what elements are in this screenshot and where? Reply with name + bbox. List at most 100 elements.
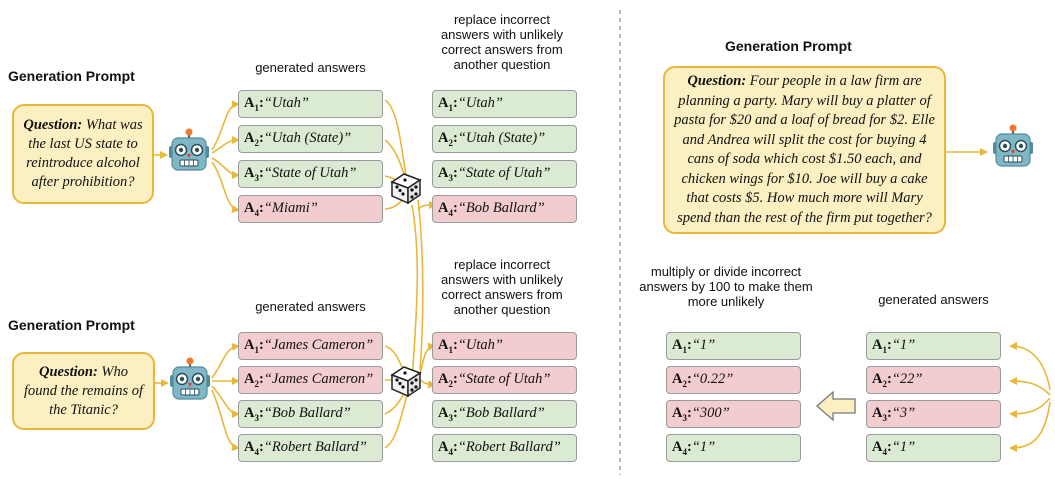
answer-key-index: 2 [882,378,887,389]
cross-link-up [411,204,419,381]
answer-value: “1” [891,439,916,455]
arrow-robot-a4-top [211,161,240,214]
generated-answer-top-4: A4:“Miami” [238,195,383,223]
answer-key-index: 1 [448,102,453,113]
answer-key-letter: A [438,405,449,421]
arrow-robot-g2-right [1009,377,1051,396]
answer-key: A2: [672,371,692,389]
answer-value: “Utah” [263,95,309,111]
answer-key-letter: A [244,165,255,181]
robot-icon [990,124,1036,174]
cross-link-down [417,199,424,371]
dice-icon [388,170,424,206]
answer-key-letter: A [672,439,683,455]
answer-key-index: 2 [254,137,259,148]
question-text-bottom: Who found the remains of the Titanic? [23,363,144,418]
answer-key: A1: [872,337,892,355]
answer-key: A2: [438,371,458,389]
answer-value: “Bob Ballard” [263,405,351,421]
generated-label-top: generated answers [255,60,366,75]
answer-value: “3” [891,405,916,421]
answer-value: “Bob Ballard” [457,200,545,216]
answer-key: A1: [672,337,692,355]
answer-value: “1” [691,337,716,353]
prompt-box-right: Question: Four people in a law firm are … [663,66,946,234]
answer-key-index: 3 [448,412,453,423]
answer-value: “Miami” [263,200,318,216]
generated-answer-top-1: A1:“Utah” [238,90,383,118]
replaced-answer-bottom-2: A2:“State of Utah” [432,366,577,394]
answer-key-index: 3 [448,172,453,183]
answer-value: “1” [691,439,716,455]
multiply-label: multiply or divide incorrect answers by … [639,264,813,309]
link-bottom-a4 [384,391,409,449]
prompt-title-top: Generation Prompt [8,68,135,84]
answer-key-letter: A [438,130,449,146]
arrow-robot-g4-right [1009,401,1051,452]
answer-key-letter: A [244,371,255,387]
replace-label-top: replace incorrect answers with unlikely … [440,12,564,72]
answer-key-index: 3 [882,412,887,423]
answer-key-letter: A [244,95,255,111]
modified-answer-1: A1:“1” [666,332,801,360]
answer-key-index: 1 [682,344,687,355]
arrow-robot-a2-top [211,136,240,154]
answer-key: A4: [872,439,892,457]
generated-answer-top-3: A3:“State of Utah” [238,160,383,188]
arrow-robot-g3-right [1009,397,1051,418]
answer-key-index: 2 [448,137,453,148]
answer-value: “Utah (State)” [263,130,352,146]
answer-key: A2: [244,371,264,389]
generated-answer-right-1: A1:“1” [866,332,1001,360]
answer-key-index: 4 [448,207,453,218]
answer-key: A3: [244,405,264,423]
answer-value: “Utah” [457,95,503,111]
answer-key-letter: A [438,95,449,111]
answer-key-index: 4 [882,446,887,457]
answer-key-index: 2 [254,378,259,389]
answer-value: “0.22” [691,371,734,387]
answer-key-index: 2 [448,378,453,389]
answer-value: “State of Utah” [457,371,551,387]
question-text-right: Four people in a law firm are planning a… [674,73,935,226]
prompt-box-bottom: Question: Who found the remains of the T… [12,352,155,430]
question-label-top: Question: [23,117,83,133]
answer-value: “State of Utah” [457,165,551,181]
left-arrow-icon [815,390,857,422]
answer-key-index: 1 [254,344,259,355]
arrow-robot-a1-top [211,100,240,151]
answer-key-letter: A [244,405,255,421]
answer-key: A3: [672,405,692,423]
generated-label-bottom: generated answers [255,299,366,314]
answer-key: A3: [438,165,458,183]
answer-key: A3: [244,165,264,183]
answer-value: “Robert Ballard” [263,439,367,455]
answer-key: A3: [438,405,458,423]
answer-key: A1: [438,95,458,113]
replaced-answer-top-4: A4:“Bob Ballard” [432,195,577,223]
answer-key: A4: [672,439,692,457]
robot-icon [167,357,213,407]
answer-value: “State of Utah” [263,165,357,181]
answer-value: “1” [891,337,916,353]
modified-answer-3: A3:“300” [666,400,801,428]
replaced-answer-top-1: A1:“Utah” [432,90,577,118]
dice-icon [388,363,424,399]
arrow-robot-a3-top [211,157,240,179]
answer-key-letter: A [438,371,449,387]
answer-key: A2: [438,130,458,148]
answer-key: A2: [872,371,892,389]
answer-key-letter: A [438,337,449,353]
replaced-answer-top-2: A2:“Utah (State)” [432,125,577,153]
answer-key: A2: [244,130,264,148]
generated-answer-right-4: A4:“1” [866,434,1001,462]
generated-label-right: generated answers [878,292,989,307]
answer-key-letter: A [438,439,449,455]
prompt-title-bottom: Generation Prompt [8,317,135,333]
answer-value: “James Cameron” [263,371,374,387]
prompt-box-top: Question: What was the last US state to … [12,104,154,204]
robot-icon [166,128,212,178]
generated-answer-bottom-3: A3:“Bob Ballard” [238,400,383,428]
answer-value: “Robert Ballard” [457,439,561,455]
modified-answer-2: A2:“0.22” [666,366,801,394]
